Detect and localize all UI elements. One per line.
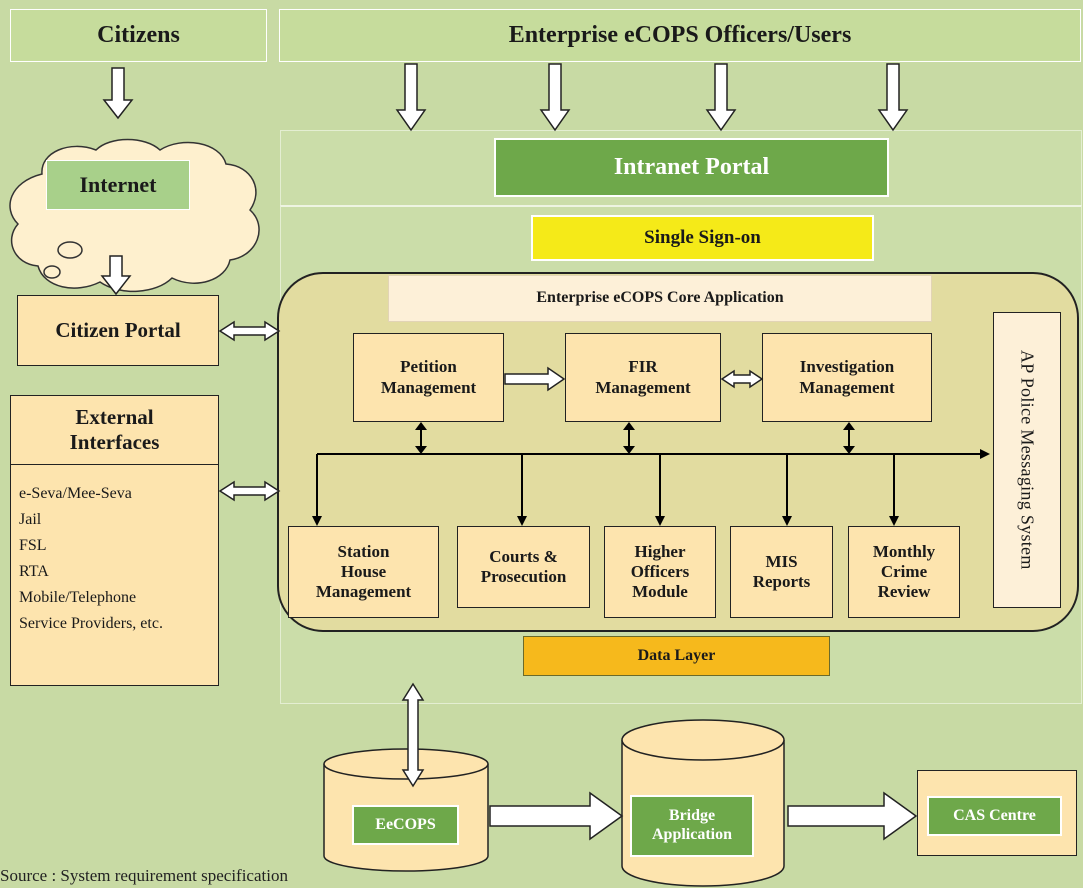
eecops-label: EeCOPS bbox=[375, 815, 436, 833]
citizen-portal-box: Citizen Portal bbox=[17, 295, 219, 366]
petition-line2: Management bbox=[380, 377, 477, 397]
core-application-label: Enterprise eCOPS Core Application bbox=[536, 289, 784, 307]
citizen-portal-label: Citizen Portal bbox=[55, 318, 181, 343]
officer-arrow-1 bbox=[395, 63, 427, 132]
source-caption: Source : System requirement specificatio… bbox=[0, 866, 288, 885]
cas-centre-label-box: CAS Centre bbox=[927, 796, 1062, 836]
intranet-portal-label: Intranet Portal bbox=[613, 154, 770, 181]
internet-box: Internet bbox=[46, 160, 190, 210]
mis-line1: MIS bbox=[765, 551, 798, 571]
eecops-box: EeCOPS bbox=[352, 805, 459, 845]
fir-management-box: FIR Management bbox=[565, 333, 721, 422]
single-sign-on-box: Single Sign-on bbox=[531, 215, 874, 261]
officers-label: Enterprise eCOPS Officers/Users bbox=[508, 22, 852, 49]
external-title-line1: External bbox=[75, 405, 154, 430]
petition-management-box: Petition Management bbox=[353, 333, 504, 422]
citizen-portal-double-arrow bbox=[218, 320, 281, 342]
officer-arrow-3 bbox=[705, 63, 737, 132]
citizens-box: Citizens bbox=[10, 9, 267, 62]
external-item: e-Seva/Mee-Seva bbox=[19, 485, 132, 502]
data-layer-box: Data Layer bbox=[523, 636, 830, 676]
station-house-management-box: Station House Management bbox=[288, 526, 439, 618]
external-item: RTA bbox=[19, 563, 49, 580]
external-item: FSL bbox=[19, 537, 47, 554]
higher-line1: Higher bbox=[634, 541, 686, 561]
monthly-line2: Crime bbox=[880, 561, 928, 581]
courts-prosecution-box: Courts & Prosecution bbox=[457, 526, 590, 608]
monthly-crime-review-box: Monthly Crime Review bbox=[848, 526, 960, 618]
citizens-to-internet-arrow bbox=[102, 67, 134, 120]
fir-line1: FIR bbox=[628, 357, 658, 377]
courts-line1: Courts & bbox=[489, 546, 558, 566]
higher-officers-module-box: Higher Officers Module bbox=[604, 526, 716, 618]
external-interfaces-list: e-Seva/Mee-Seva Jail FSL RTA Mobile/Tele… bbox=[11, 465, 218, 641]
internet-to-portal-arrow bbox=[100, 255, 132, 296]
messaging-system-box: AP Police Messaging System bbox=[993, 312, 1061, 608]
bridge-to-cas-arrow bbox=[787, 791, 918, 841]
intranet-portal-box: Intranet Portal bbox=[494, 138, 889, 197]
petition-to-fir-arrow bbox=[504, 366, 566, 392]
bridge-application-box: Bridge Application bbox=[630, 795, 754, 857]
external-item: Mobile/Telephone bbox=[19, 589, 137, 606]
messaging-system-label: AP Police Messaging System bbox=[1017, 350, 1038, 570]
station-line3: Management bbox=[315, 582, 412, 602]
investigation-bus-connector bbox=[843, 422, 855, 454]
mis-line2: Reports bbox=[752, 572, 811, 591]
officer-arrow-2 bbox=[539, 63, 571, 132]
officer-arrow-4 bbox=[877, 63, 909, 132]
officers-banner: Enterprise eCOPS Officers/Users bbox=[279, 9, 1081, 62]
external-double-arrow bbox=[218, 480, 281, 502]
external-item: Service Providers, etc. bbox=[19, 615, 163, 632]
external-interfaces-title: External Interfaces bbox=[11, 396, 218, 465]
monthly-line3: Review bbox=[877, 582, 931, 602]
bridge-line2: Application bbox=[651, 826, 732, 843]
monthly-line1: Monthly bbox=[872, 541, 936, 561]
core-application-title-box: Enterprise eCOPS Core Application bbox=[388, 275, 932, 322]
cas-centre-label: CAS Centre bbox=[953, 806, 1036, 824]
fir-investigation-double-arrow bbox=[720, 369, 764, 389]
higher-line3: Module bbox=[632, 582, 688, 602]
data-layer-label: Data Layer bbox=[637, 646, 716, 664]
citizens-label: Citizens bbox=[97, 22, 180, 49]
station-line2: House bbox=[340, 561, 387, 581]
single-sign-on-label: Single Sign-on bbox=[644, 226, 761, 248]
investigation-line2: Management bbox=[799, 377, 895, 397]
petition-line1: Petition bbox=[400, 357, 457, 377]
eecops-to-bridge-arrow bbox=[489, 791, 624, 841]
mis-reports-box: MIS Reports bbox=[730, 526, 833, 618]
external-item: Jail bbox=[19, 511, 42, 528]
fir-line2: Management bbox=[595, 377, 691, 397]
higher-line2: Officers bbox=[630, 561, 690, 581]
external-title-line2: Interfaces bbox=[69, 430, 160, 454]
external-interfaces-box: External Interfaces e-Seva/Mee-Seva Jail… bbox=[10, 395, 219, 686]
petition-bus-connector bbox=[415, 422, 427, 454]
core-to-database-double-arrow bbox=[401, 682, 425, 788]
internet-label: Internet bbox=[79, 172, 157, 198]
bridge-line1: Bridge bbox=[668, 807, 716, 825]
investigation-management-box: Investigation Management bbox=[762, 333, 932, 422]
courts-line2: Prosecution bbox=[480, 567, 567, 586]
station-line1: Station bbox=[337, 541, 390, 561]
fir-bus-connector bbox=[623, 422, 635, 454]
investigation-line1: Investigation bbox=[799, 357, 895, 377]
